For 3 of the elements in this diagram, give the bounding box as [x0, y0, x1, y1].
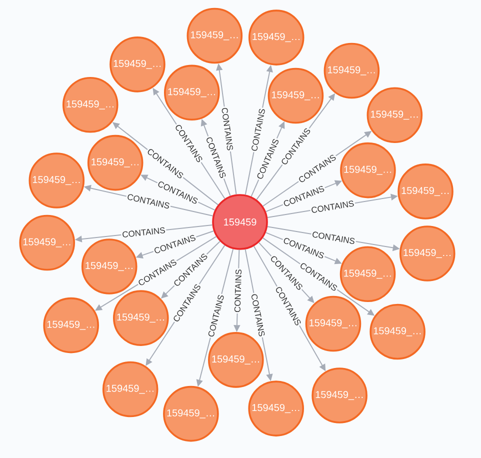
edge-label: CONTAINS: [250, 292, 266, 338]
edge-label: CONTAINS: [120, 226, 167, 239]
edge-label: CONTAINS: [233, 268, 243, 314]
